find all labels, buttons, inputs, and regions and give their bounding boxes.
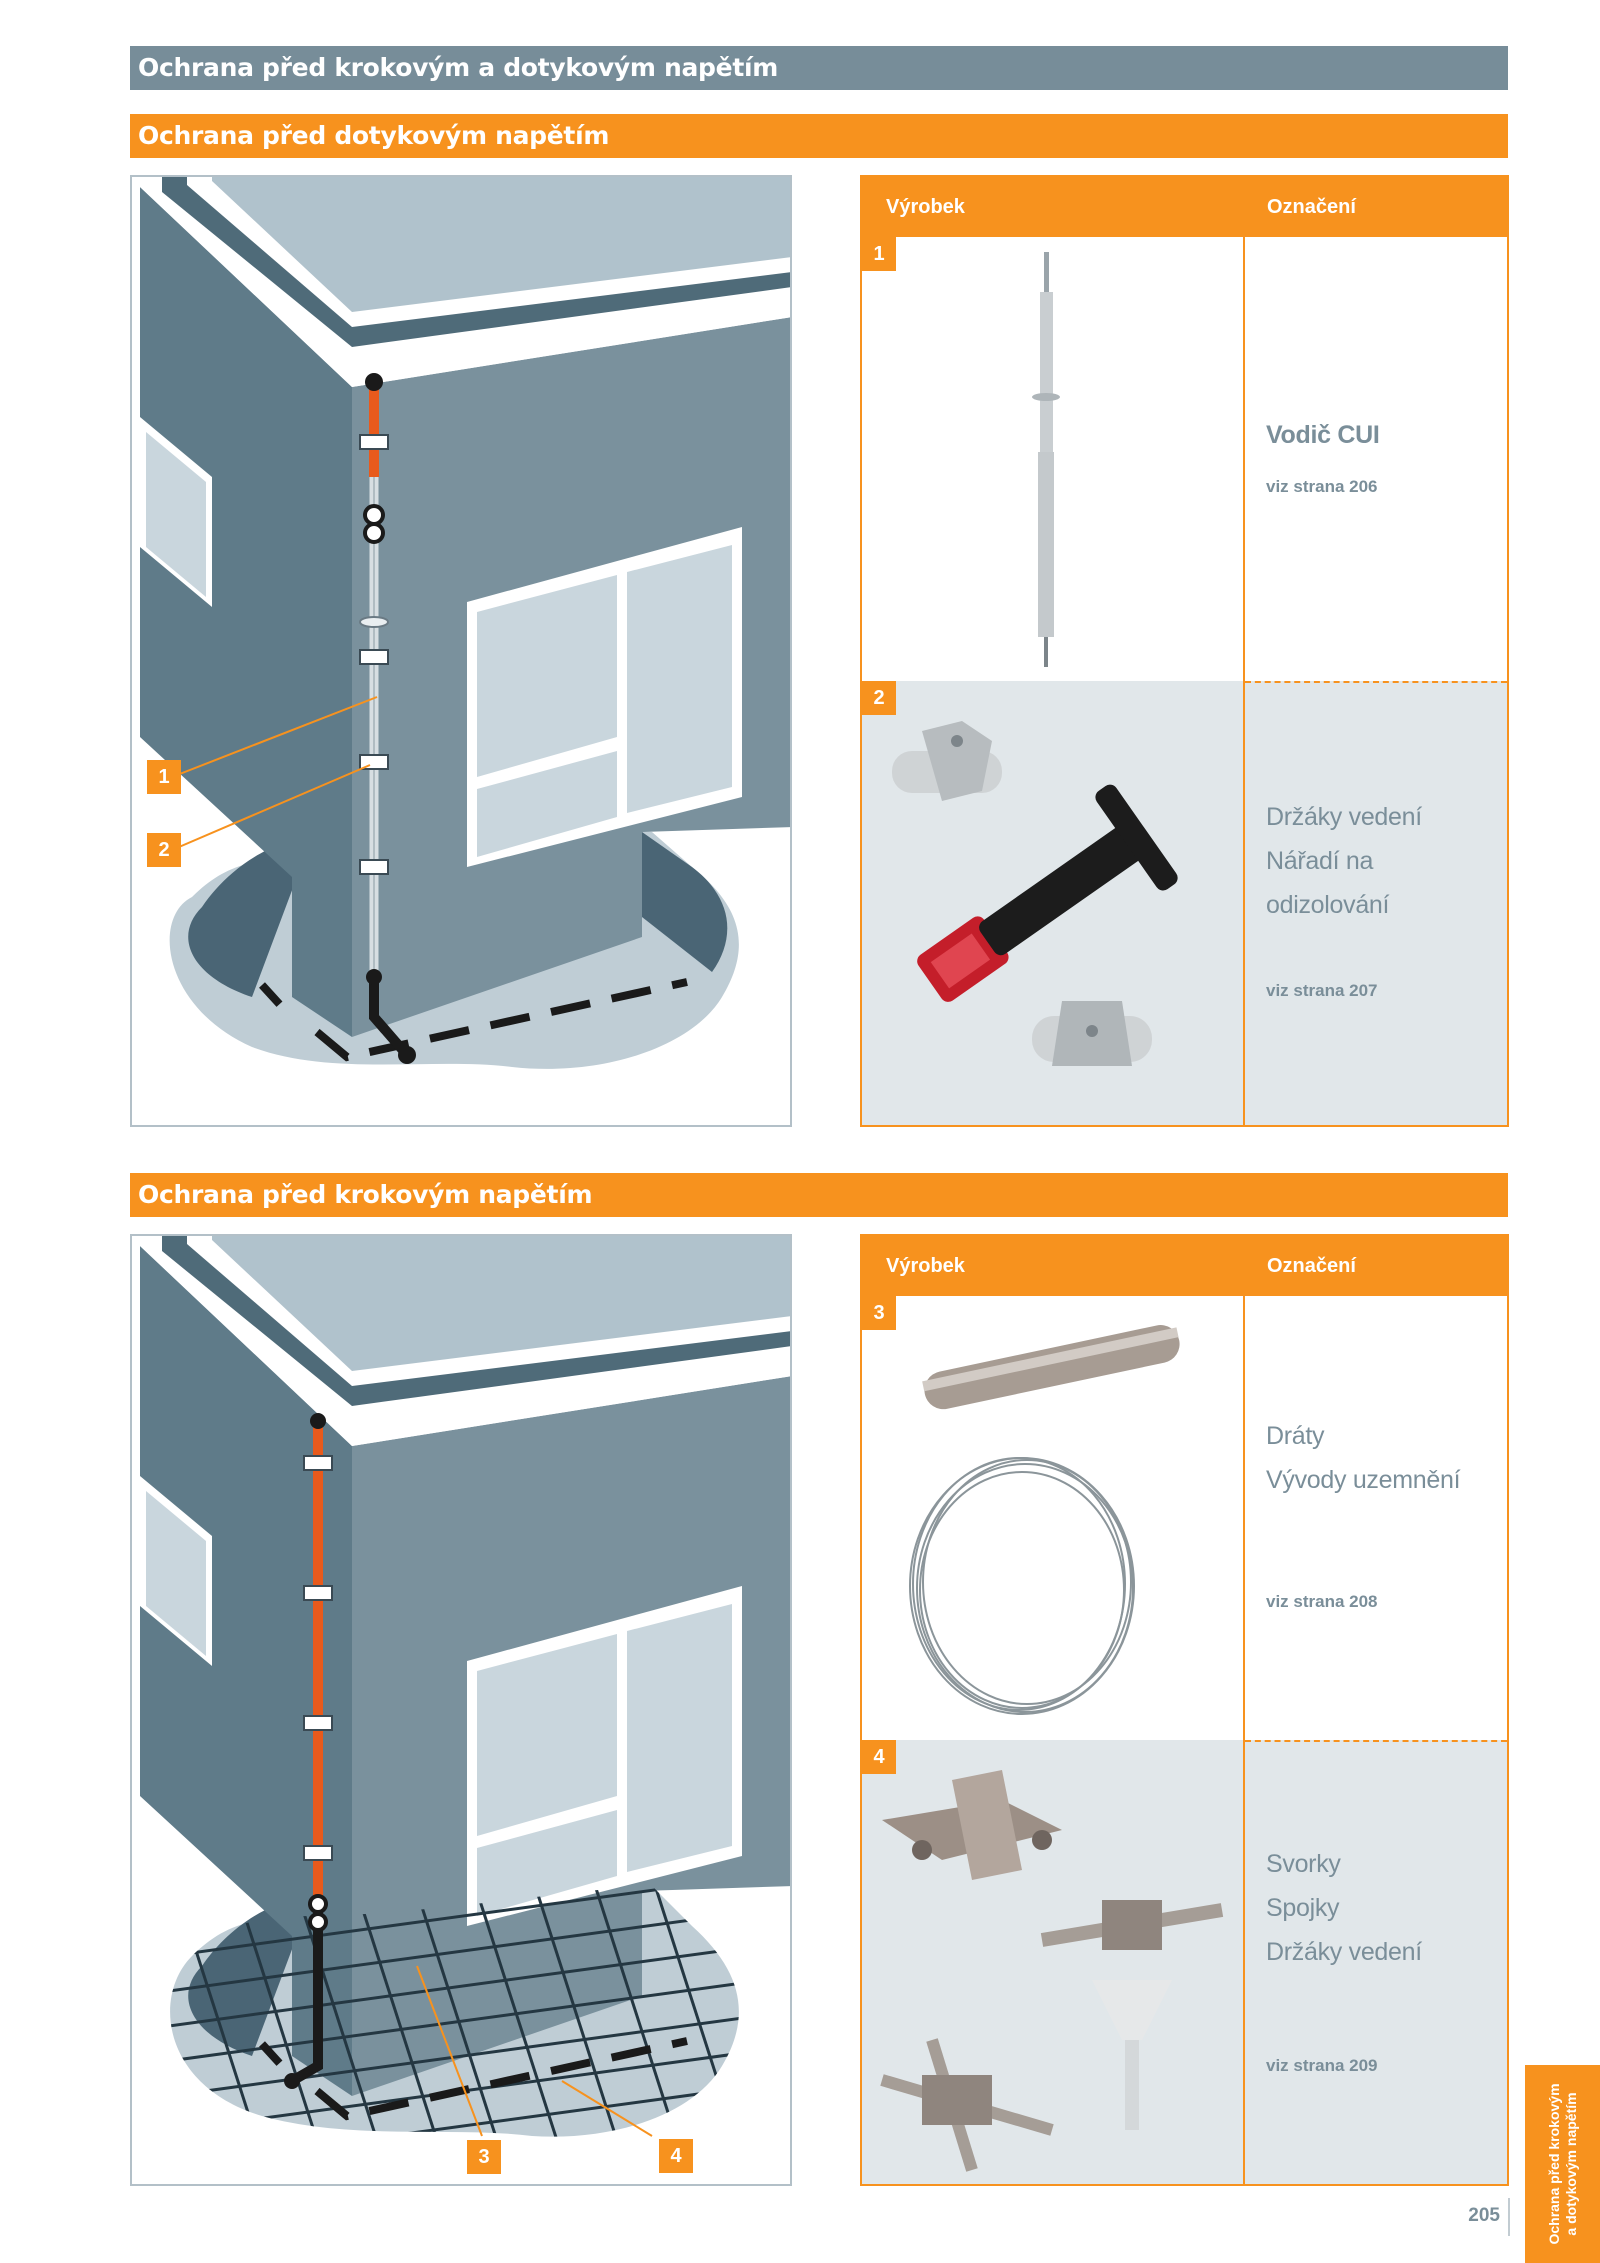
page-reference: viz strana 207: [1266, 981, 1378, 1000]
designation-lines: Vodič CUI: [1266, 413, 1497, 457]
product-table-1: Výrobek Označení 1 Vodič CUI viz strana …: [860, 175, 1509, 1127]
designation-line: Spojky: [1266, 1894, 1340, 1922]
clamps-and-connectors-image: [880, 1770, 1224, 2172]
wire-and-rod-image: [909, 1325, 1180, 1715]
product-row-1: 1 Vodič CUI viz strana 206: [862, 237, 1507, 681]
side-tab-text: Ochrana před krokovým a dotykovým napětí…: [1545, 2083, 1579, 2245]
column-header-product: Výrobek: [886, 1255, 965, 1277]
designation-line: Vodič CUI: [1266, 421, 1380, 449]
designation-line: Nářadí na odizolování: [1266, 847, 1390, 919]
section2-title-bar: Ochrana před krokovým napětím: [130, 1173, 1508, 1217]
column-header-product: Výrobek: [886, 196, 965, 218]
row-number: 3: [862, 1296, 896, 1330]
page-reference: viz strana 208: [1266, 1592, 1378, 1611]
section1-title: Ochrana před dotykovým napětím: [138, 121, 610, 150]
page-number: 205: [1468, 2205, 1500, 2226]
callout-1: 1: [147, 760, 181, 794]
step-voltage-illustration: 3 4: [130, 1234, 792, 2186]
building-drawing-2: [140, 1236, 790, 2137]
designation-lines: Dráty Vývody uzemnění: [1266, 1414, 1497, 1502]
column-header-designation: Označení: [1267, 1255, 1356, 1277]
product-row-3: 3 Dráty Vývody uzemnění viz strana 208: [862, 1296, 1507, 1740]
callout-2: 2: [147, 833, 181, 867]
main-title: Ochrana před krokovým a dotykovým napětí…: [138, 53, 778, 82]
row-number: 4: [862, 1740, 896, 1774]
designation-line: Dráty: [1266, 1422, 1325, 1450]
column-header-designation: Označení: [1267, 196, 1356, 218]
page-reference: viz strana 209: [1266, 2056, 1378, 2075]
side-chapter-tab[interactable]: Ochrana před krokovým a dotykovým napětí…: [1525, 2065, 1600, 2263]
row-number: 2: [862, 681, 896, 715]
row-number: 1: [862, 237, 896, 271]
product-row-4: 4 Svorky Spojky Držáky ved: [862, 1740, 1507, 2184]
section1-title-bar: Ochrana před dotykovým napětím: [130, 114, 1508, 158]
designation-line: Svorky: [1266, 1850, 1341, 1878]
page-reference: viz strana 206: [1266, 477, 1378, 496]
section2-title: Ochrana před krokovým napětím: [138, 1180, 593, 1209]
main-title-bar: Ochrana před krokovým a dotykovým napětí…: [130, 46, 1508, 90]
designation-line: Vývody uzemnění: [1266, 1466, 1461, 1494]
page-number-divider: [1508, 2198, 1510, 2236]
designation-lines: Svorky Spojky Držáky vedení: [1266, 1842, 1497, 1974]
touch-voltage-illustration: 1 2: [130, 175, 792, 1127]
conductor-rod-image: [1032, 252, 1060, 667]
designation-line: Držáky vedení: [1266, 1938, 1422, 1966]
designation-line: Držáky vedení: [1266, 803, 1422, 831]
product-table-2: Výrobek Označení 3 Dráty Vývody uzemnění…: [860, 1234, 1509, 2186]
building-drawing-1: [140, 177, 790, 1069]
table-header: Výrobek Označení: [862, 1236, 1507, 1296]
callout-4: 4: [659, 2139, 693, 2173]
designation-lines: Držáky vedení Nářadí na odizolování: [1266, 795, 1497, 927]
holders-and-stripping-tool-image: [892, 721, 1178, 1066]
table-header: Výrobek Označení: [862, 177, 1507, 237]
callout-3: 3: [467, 2140, 501, 2174]
product-row-2: 2 Držáky vedení Nářadí na odizolování: [862, 681, 1507, 1125]
